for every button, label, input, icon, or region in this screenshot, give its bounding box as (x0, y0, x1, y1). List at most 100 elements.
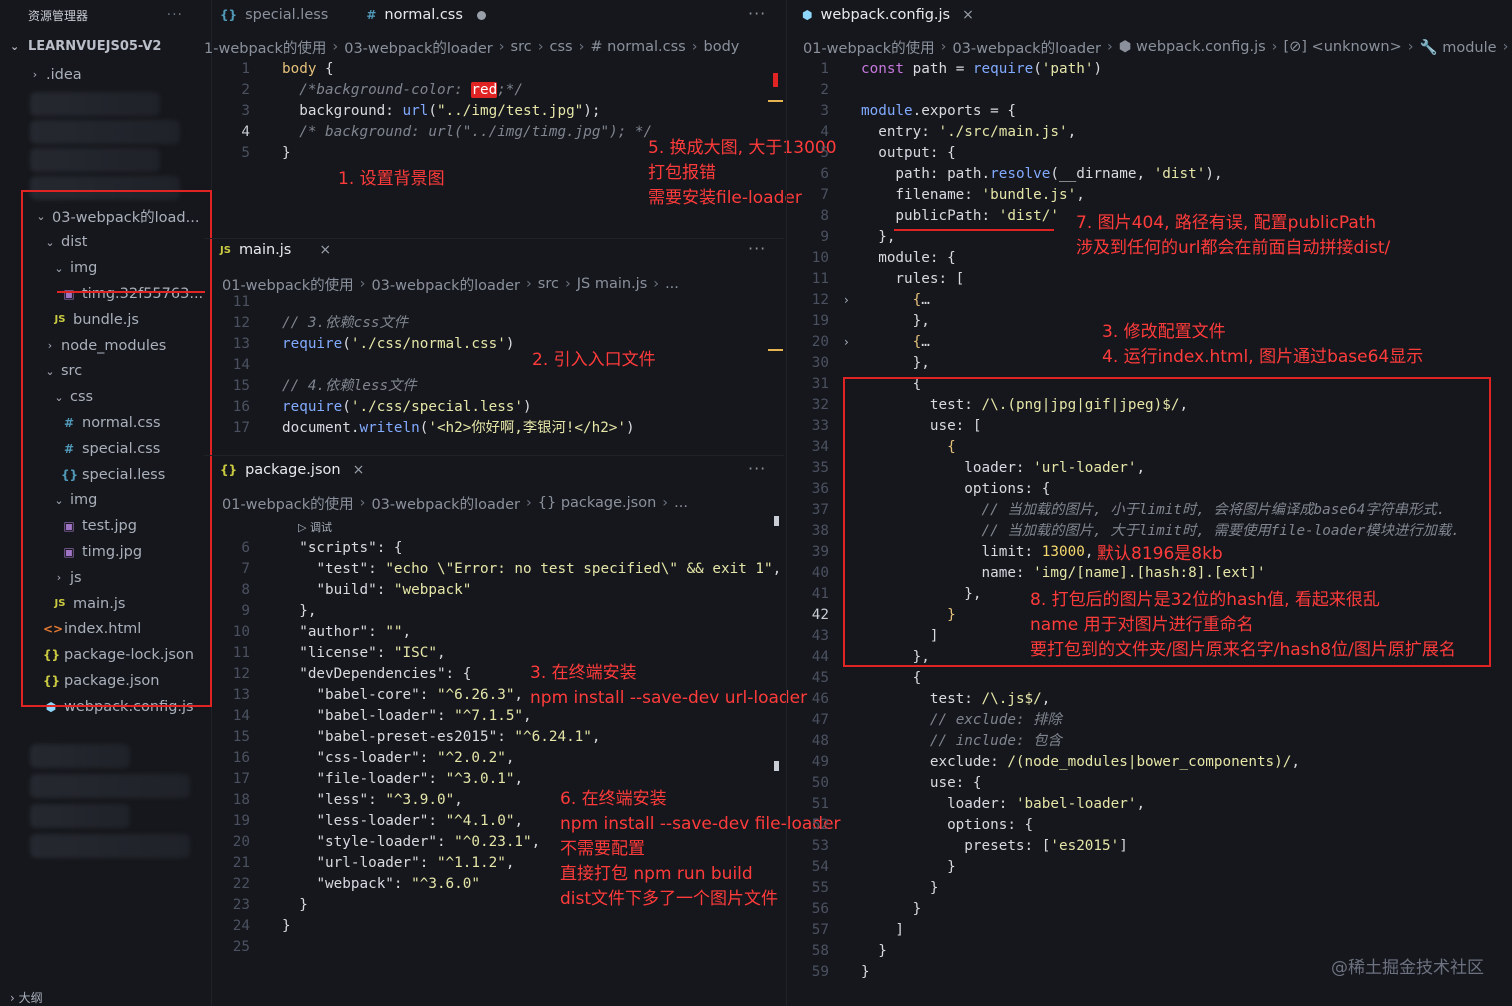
code-line[interactable]: 47 // exclude: 排除 (795, 710, 1460, 731)
breadcrumb-item[interactable]: ... (665, 276, 679, 292)
code-line[interactable]: 40 name: 'img/[name].[hash:8].[ext]' (795, 563, 1460, 584)
close-icon[interactable]: × (319, 242, 332, 258)
code-line[interactable]: 5} (216, 143, 652, 164)
tree-item[interactable]: ›node_modules (0, 333, 211, 359)
code-line[interactable]: 11 rules: [ (795, 269, 1460, 290)
code-line[interactable]: 39 limit: 13000, (795, 542, 1460, 563)
code-line[interactable]: 7 filename: 'bundle.js', (795, 185, 1460, 206)
breadcrumb-item[interactable]: [⊘] <unknown> (1283, 39, 1402, 55)
breadcrumb-item[interactable]: 03-webpack的loader (344, 40, 493, 57)
tab-webpack-config[interactable]: ⬢ webpack.config.js × (788, 0, 988, 30)
code-line[interactable]: 23 } (216, 895, 781, 916)
code-line[interactable]: 36 options: { (795, 479, 1460, 500)
tree-item[interactable]: ▣test.jpg (0, 513, 211, 539)
breadcrumb-item[interactable]: body (703, 39, 740, 55)
tree-item[interactable]: ▣timg.32f55763... (0, 281, 211, 307)
code-line[interactable]: 12// 3.依赖css文件 (216, 313, 635, 334)
code-line[interactable]: 11 (216, 292, 635, 313)
code-line[interactable]: 54 } (795, 857, 1460, 878)
code-line[interactable]: 32 test: /\.(png|jpg|gif|jpeg)$/, (795, 395, 1460, 416)
code-line[interactable]: 20 {… (795, 332, 1460, 353)
code-line[interactable]: 6 "scripts": { (216, 538, 781, 559)
tree-item[interactable]: ⌄css (0, 384, 211, 410)
code-line[interactable]: 17 "file-loader": "^3.0.1", (216, 769, 781, 790)
code-line[interactable]: 10 module: { (795, 248, 1460, 269)
fold-chevron-icon[interactable]: › (844, 293, 849, 307)
code-line[interactable]: 14 (216, 355, 635, 376)
tree-item[interactable]: {}special.less (0, 462, 211, 488)
tree-item[interactable]: ⌄03-webpack的load... (0, 204, 211, 230)
tab-package-json[interactable]: {} package.json × (206, 455, 378, 485)
code-line[interactable]: 30 }, (795, 353, 1460, 374)
code-line[interactable]: 49 exclude: /(node_modules|bower_compone… (795, 752, 1460, 773)
code-line[interactable]: 3 background: url("../img/test.jpg"); (216, 101, 652, 122)
project-root[interactable]: ⌄ LEARNVUEJS05-V2 (0, 30, 211, 62)
code-line[interactable]: 41 }, (795, 584, 1460, 605)
code-line[interactable]: 9 }, (216, 601, 781, 622)
code-line[interactable]: 31 { (795, 374, 1460, 395)
code-line[interactable]: 12 "devDependencies": { (216, 664, 781, 685)
close-icon[interactable]: × (352, 462, 365, 478)
code-line[interactable]: 48 // include: 包含 (795, 731, 1460, 752)
breadcrumb-item[interactable]: 03-webpack的loader (371, 277, 520, 294)
breadcrumb-item[interactable]: 1-webpack的使用 (204, 40, 327, 57)
code-line[interactable]: 19 }, (795, 311, 1460, 332)
code-line[interactable]: 11 "license": "ISC", (216, 643, 781, 664)
code-line[interactable]: 4 /* background: url("../img/timg.jpg");… (216, 122, 652, 143)
code-line[interactable]: 14 "babel-loader": "^7.1.5", (216, 706, 781, 727)
breadcrumb-item[interactable]: ⬢ webpack.config.js (1118, 39, 1266, 55)
code-line[interactable]: 22 "webpack": "^3.6.0" (216, 874, 781, 895)
breadcrumb-item[interactable]: # normal.css (590, 39, 686, 55)
breadcrumb-item[interactable]: src (537, 276, 559, 292)
code-line[interactable]: 24} (216, 916, 781, 937)
code-line[interactable]: 57 ] (795, 920, 1460, 941)
code-line[interactable]: 16 "css-loader": "^2.0.2", (216, 748, 781, 769)
more-actions-icon[interactable]: ··· (748, 459, 767, 478)
code-line[interactable]: 10 "author": "", (216, 622, 781, 643)
code-line[interactable]: 7 "test": "echo \"Error: no test specifi… (216, 559, 781, 580)
code-line[interactable]: 59} (795, 962, 1460, 983)
code-line[interactable]: 53 presets: ['es2015'] (795, 836, 1460, 857)
code-line[interactable]: 46 test: /\.js$/, (795, 689, 1460, 710)
breadcrumb-item[interactable]: {} package.json (537, 495, 657, 511)
code-line[interactable]: 21 "url-loader": "^1.1.2", (216, 853, 781, 874)
code-line[interactable]: 42 } (795, 605, 1460, 626)
code-package-json[interactable]: 6 "scripts": {7 "test": "echo \"Error: n… (216, 538, 781, 958)
code-line[interactable]: 8 "build": "webpack" (216, 580, 781, 601)
code-line[interactable]: 19 "less-loader": "^4.1.0", (216, 811, 781, 832)
tree-item[interactable]: ⬢webpack.config.js (0, 694, 211, 720)
code-line[interactable]: 34 { (795, 437, 1460, 458)
fold-chevron-icon[interactable]: › (844, 335, 849, 349)
code-line[interactable]: 33 use: [ (795, 416, 1460, 437)
code-line[interactable]: 2 /*background-color: red;*/ (216, 80, 652, 101)
breadcrumb-item[interactable]: 01-webpack的使用 (803, 40, 935, 57)
code-line[interactable]: 25 (216, 937, 781, 958)
more-actions-icon[interactable]: ··· (748, 239, 767, 258)
breadcrumb-item[interactable]: 03-webpack的loader (371, 496, 520, 513)
code-line[interactable]: 15 "babel-preset-es2015": "^6.24.1", (216, 727, 781, 748)
debug-codelens[interactable]: ▷ 调试 (298, 521, 332, 534)
code-line[interactable]: 4 entry: './src/main.js', (795, 122, 1460, 143)
code-line[interactable]: 35 loader: 'url-loader', (795, 458, 1460, 479)
tree-item[interactable]: ⌄img (0, 255, 211, 281)
code-line[interactable]: 55 } (795, 878, 1460, 899)
tab-normal-css[interactable]: # normal.css (352, 0, 500, 30)
code-line[interactable]: 18 "less": "^3.9.0", (216, 790, 781, 811)
tree-item[interactable]: ⌄dist (0, 230, 211, 256)
code-line[interactable]: 38 // 当加载的图片, 大于limit时, 需要使用file-loader模… (795, 521, 1460, 542)
tree-item[interactable]: #special.css (0, 436, 211, 462)
code-line[interactable]: 5 output: { (795, 143, 1460, 164)
more-actions-icon[interactable]: ··· (748, 4, 767, 23)
more-actions-icon[interactable]: ··· (166, 7, 183, 23)
breadcrumb-item[interactable]: JS main.js (576, 276, 648, 292)
breadcrumb-item[interactable]: css (549, 39, 573, 55)
tree-item[interactable]: <>index.html (0, 617, 211, 643)
